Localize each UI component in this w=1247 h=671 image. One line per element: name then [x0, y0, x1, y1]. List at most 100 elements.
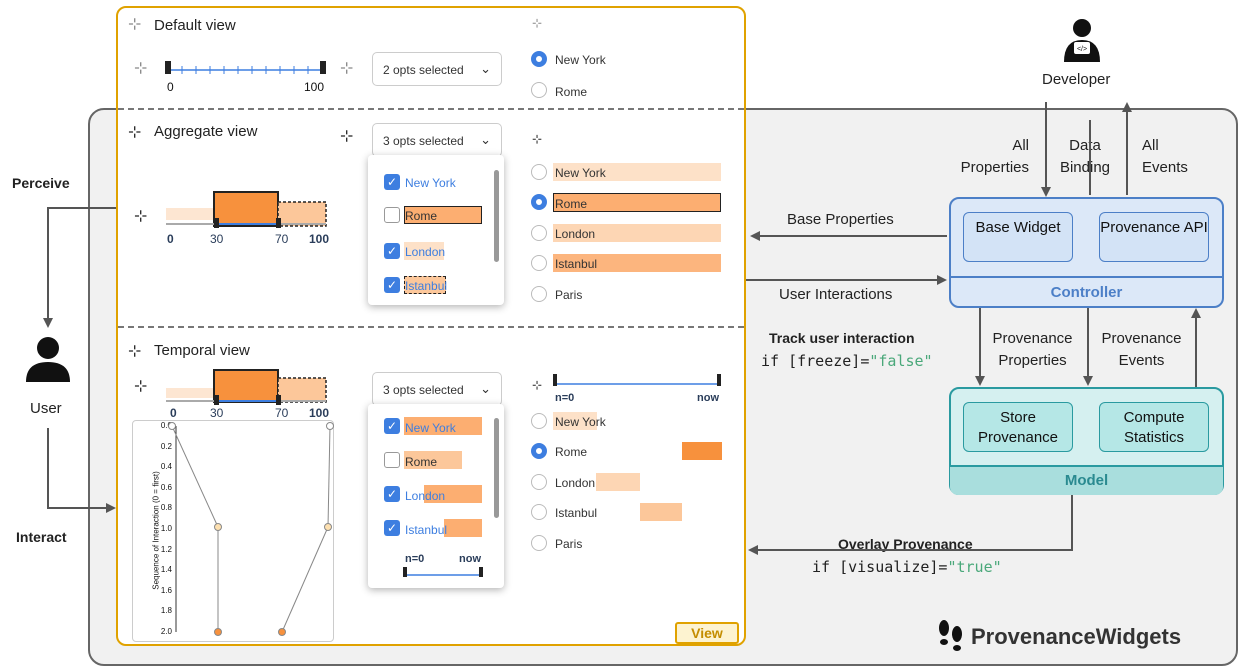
provenance-bar: [553, 224, 721, 242]
checkbox-london[interactable]: ✓: [384, 243, 400, 259]
chart-ytick-label: 1.4: [160, 565, 172, 575]
aggregate-slider[interactable]: [162, 188, 337, 230]
track-interaction-title: Track user interaction: [769, 330, 915, 346]
temporal-chart: [132, 420, 334, 642]
default-slider-max: 100: [304, 80, 325, 94]
dropdown-timeline-slider[interactable]: [402, 565, 486, 579]
radio-label: Rome: [555, 445, 588, 459]
option-label: Rome: [405, 455, 438, 469]
model-footer: [950, 465, 1223, 495]
radio-label: Rome: [555, 85, 588, 99]
option-label: Istanbul: [405, 279, 448, 293]
provenance-api-label: Provenance API: [1100, 219, 1208, 236]
perceive-label: Perceive: [12, 175, 70, 191]
chart-ytick-label: 0.0: [160, 421, 172, 430]
chevron-down-icon: ⌄: [480, 132, 491, 147]
timeline-start: n=0: [555, 392, 575, 404]
provenance-bar: [553, 412, 597, 430]
chart-ytick-label: 0.6: [160, 482, 172, 492]
controller-divider: [950, 276, 1223, 278]
radio-london[interactable]: [531, 474, 547, 490]
default-dropdown[interactable]: 2 opts selected⌄: [372, 52, 502, 86]
default-slider[interactable]: [160, 56, 335, 96]
chart-ytick-label: 1.0: [160, 524, 172, 533]
radio-label: Rome: [555, 197, 588, 211]
provenance-bar: [404, 206, 482, 224]
temporal-dropdown[interactable]: 3 opts selected⌄: [372, 372, 502, 406]
checkbox-new-york[interactable]: ✓: [384, 174, 400, 190]
tick-label: 30: [210, 406, 224, 420]
tick-label: 100: [309, 406, 330, 420]
base-widget-box: Base Widget: [963, 212, 1073, 262]
aggregate-view-title: Aggregate view: [154, 123, 258, 140]
provenance-bar: [596, 473, 640, 491]
timeline-start: n=0: [405, 553, 425, 565]
provenance-bar: [553, 254, 721, 272]
temporal-chart-plot: [168, 422, 334, 636]
radio-paris[interactable]: [531, 286, 547, 302]
radio-rome[interactable]: [531, 194, 547, 210]
radio-istanbul[interactable]: [531, 504, 547, 520]
brand-title: ProvenanceWidgets: [971, 624, 1182, 649]
all-events-label: All Events: [1142, 137, 1188, 176]
radio-rome[interactable]: [531, 82, 547, 98]
default-view-title: Default view: [154, 17, 236, 34]
view-label: View: [675, 622, 739, 644]
chart-ytick-label: 1.6: [160, 585, 172, 595]
radio-new-york[interactable]: [531, 413, 547, 429]
footprints-icon: ⊹: [532, 132, 543, 146]
checkbox-new-york[interactable]: ✓: [384, 418, 400, 434]
radio-new-york[interactable]: [531, 164, 547, 180]
tick-label: 70: [275, 232, 289, 246]
footprints-icon: ⊹: [134, 60, 148, 77]
aggregate-dropdown[interactable]: 3 opts selected⌄: [372, 123, 502, 157]
option-label: Rome: [405, 209, 438, 223]
developer-label: Developer: [1042, 71, 1111, 88]
radio-rome[interactable]: [531, 443, 547, 459]
radio-istanbul[interactable]: [531, 255, 547, 271]
interact-label: Interact: [16, 529, 67, 545]
footprints-icon: ⊹: [532, 378, 543, 392]
checkbox-istanbul[interactable]: ✓: [384, 277, 400, 293]
radio-london[interactable]: [531, 225, 547, 241]
chart-ytick-label: 2.0: [160, 627, 172, 636]
divider-1: [118, 108, 744, 110]
radio-label: New York: [555, 415, 606, 429]
scrollbar[interactable]: [494, 170, 499, 262]
radio-label: London: [555, 476, 596, 490]
footprints-icon: ⊹: [134, 378, 148, 395]
provenance-bar: [553, 163, 721, 181]
checkbox-rome[interactable]: [384, 207, 400, 223]
radio-label: London: [555, 227, 596, 241]
radio-new-york[interactable]: [531, 51, 547, 67]
footprints-icon: ⊹: [128, 124, 142, 141]
checkbox-london[interactable]: ✓: [384, 486, 400, 502]
user-icon: [26, 337, 70, 382]
base-widget-label: Base Widget: [975, 219, 1061, 236]
footprints-icon: ⊹: [340, 60, 354, 77]
provenance-bar: [404, 417, 482, 435]
chart-ytick-label: 0.2: [160, 441, 172, 451]
option-label: London: [405, 245, 446, 259]
provenance-bar: [444, 519, 482, 537]
chevron-down-icon: ⌄: [480, 61, 491, 76]
checkbox-rome[interactable]: [384, 452, 400, 468]
tick-label: 0: [167, 232, 174, 246]
controller-title: Controller: [1050, 284, 1123, 301]
temporal-view-title: Temporal view: [154, 342, 250, 359]
temporal-slider[interactable]: [162, 366, 337, 406]
radio-label: Paris: [555, 537, 583, 551]
provenance-bar: [404, 276, 446, 294]
footprints-icon: ⊹: [128, 343, 142, 360]
radio-timeline-slider[interactable]: [552, 372, 724, 388]
checkbox-istanbul[interactable]: ✓: [384, 520, 400, 536]
radio-label: Istanbul: [555, 257, 598, 271]
track-code-value: "false": [869, 352, 933, 370]
timeline-end: now: [697, 392, 719, 404]
provenance-api-box: Provenance API: [1099, 212, 1209, 262]
scrollbar[interactable]: [494, 418, 499, 518]
footprints-icon: ⊹: [128, 16, 142, 33]
store-provenance-box: Store Provenance: [963, 402, 1073, 452]
footprints-icon: ⊹: [532, 16, 543, 30]
radio-paris[interactable]: [531, 535, 547, 551]
